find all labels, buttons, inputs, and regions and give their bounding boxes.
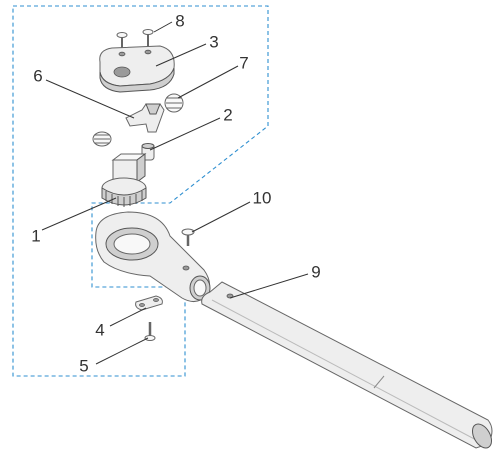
leader-5 bbox=[95, 337, 149, 365]
leader-8 bbox=[153, 21, 173, 33]
part-3-cover-plate bbox=[99, 45, 175, 93]
leader-2 bbox=[149, 117, 221, 151]
leader-7 bbox=[177, 65, 239, 99]
callout-9: 9 bbox=[311, 263, 320, 282]
callout-8: 8 bbox=[175, 12, 184, 31]
callout-7: 7 bbox=[239, 54, 248, 73]
part-9-handle bbox=[201, 281, 493, 449]
callout-1: 1 bbox=[31, 227, 40, 246]
callout-10: 10 bbox=[253, 189, 272, 208]
assembly-boundary-outline bbox=[12, 5, 269, 377]
part-7-spring bbox=[164, 93, 184, 113]
part-6-pawl bbox=[125, 103, 165, 133]
leader-10 bbox=[191, 201, 251, 233]
part-1-ratchet-gear bbox=[101, 153, 147, 207]
callout-6: 6 bbox=[33, 67, 42, 86]
part-5-screw bbox=[144, 322, 156, 341]
leader-6 bbox=[45, 79, 135, 119]
part-4-clip bbox=[135, 295, 163, 311]
leader-9 bbox=[229, 273, 309, 299]
wrench-head-body bbox=[95, 211, 211, 302]
callout-2: 2 bbox=[223, 106, 232, 125]
callout-5: 5 bbox=[79, 357, 88, 376]
part-10-screw bbox=[181, 228, 195, 246]
leader-1 bbox=[41, 197, 117, 231]
leader-4 bbox=[109, 307, 147, 327]
part-spring-small bbox=[92, 131, 112, 147]
leader-3 bbox=[155, 43, 207, 67]
part-8-screws bbox=[116, 29, 154, 52]
callout-3: 3 bbox=[209, 33, 218, 52]
leader-lines bbox=[41, 21, 309, 365]
callout-4: 4 bbox=[95, 321, 104, 340]
